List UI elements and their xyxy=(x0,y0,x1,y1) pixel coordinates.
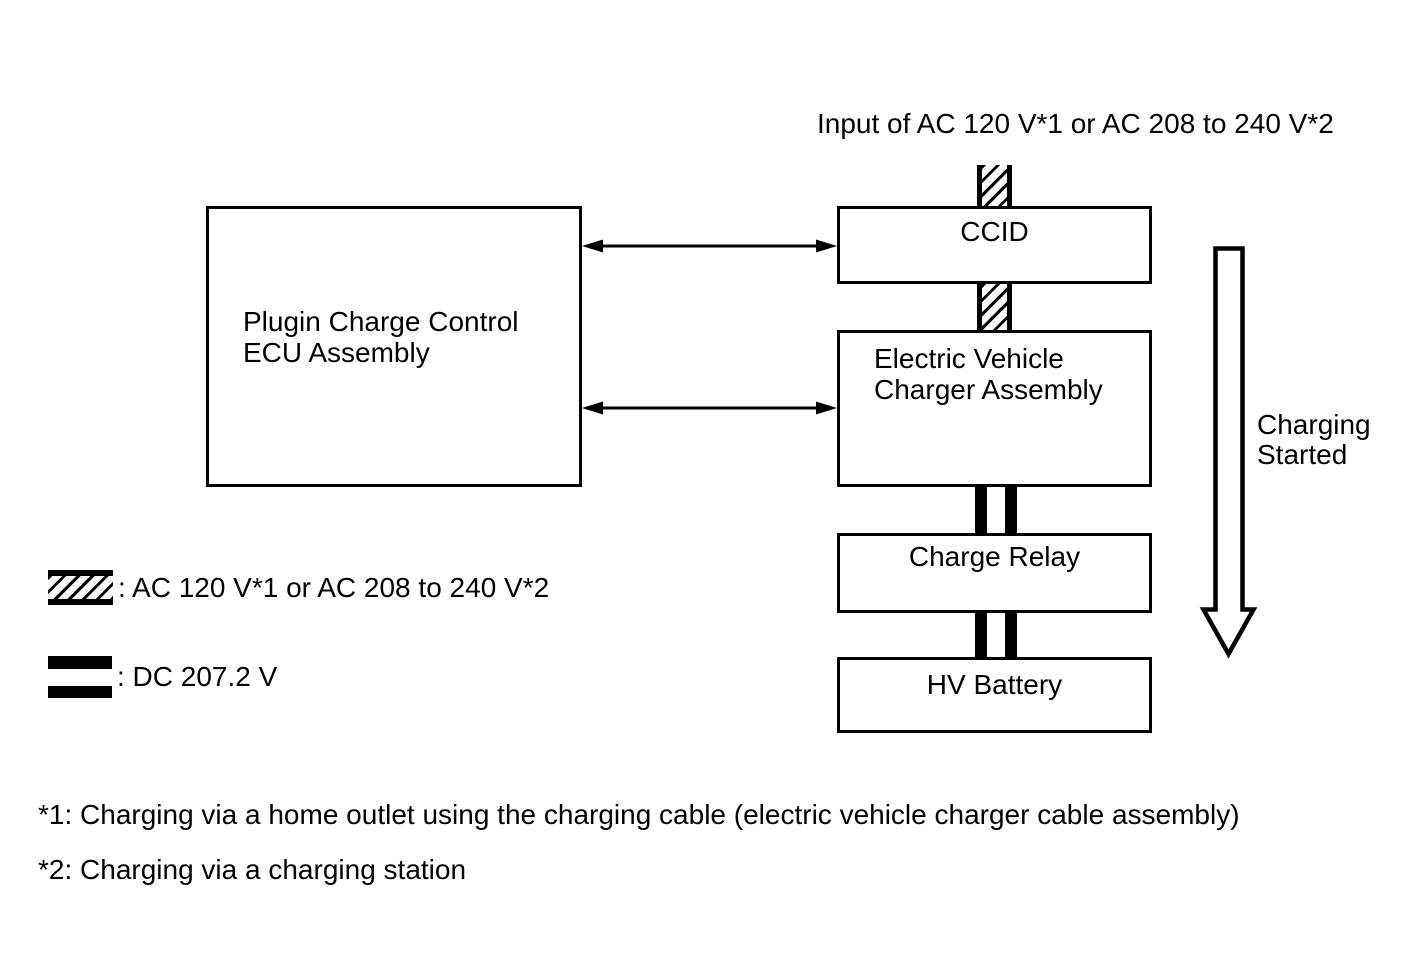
dc-line-bar xyxy=(1005,487,1017,533)
ecu-label-line2: ECU Assembly xyxy=(243,337,430,368)
ac-line-ccid-to-charger-segment xyxy=(977,284,1012,331)
charger-label-line2: Charger Assembly xyxy=(874,374,1103,405)
charging-started-label: Charging Started xyxy=(1257,410,1371,470)
ac-line-top-segment xyxy=(977,165,1012,206)
charger-label-line1: Electric Vehicle xyxy=(874,343,1064,374)
ccid-box: CCID xyxy=(837,206,1152,284)
ccid-label: CCID xyxy=(960,216,1029,247)
charge-relay-box: Charge Relay xyxy=(837,533,1152,613)
ev-charger-assembly-box: Electric Vehicle Charger Assembly xyxy=(837,330,1152,487)
plugin-charge-control-ecu-label: Plugin Charge Control ECU Assembly xyxy=(209,209,579,368)
dc-line-bar xyxy=(975,613,987,657)
input-voltage-label: Input of AC 120 V*1 or AC 208 to 240 V*2 xyxy=(817,108,1334,139)
charging-started-line2: Started xyxy=(1257,439,1348,470)
legend-ac-label: : AC 120 V*1 or AC 208 to 240 V*2 xyxy=(118,571,550,603)
ac-hatch-swatch-icon xyxy=(48,570,113,605)
dc-line-bar xyxy=(975,487,987,533)
legend-item-ac: : AC 120 V*1 or AC 208 to 240 V*2 xyxy=(48,570,549,605)
ecu-charger-bidirectional-arrow-icon xyxy=(582,401,837,415)
footnote-2: *2: Charging via a charging station xyxy=(38,854,467,885)
dc-double-line-swatch-icon xyxy=(48,656,112,698)
legend-item-dc: : DC 207.2 V xyxy=(48,656,277,698)
hv-battery-label: HV Battery xyxy=(926,669,1063,700)
footnote-1: *1: Charging via a home outlet using the… xyxy=(38,799,1240,830)
dc-line-bar xyxy=(1005,613,1017,657)
hv-battery-box: HV Battery xyxy=(837,657,1152,733)
charge-relay-label: Charge Relay xyxy=(908,541,1081,572)
ev-charger-assembly-label: Electric Vehicle Charger Assembly xyxy=(840,333,1149,405)
plugin-charge-control-ecu-box: Plugin Charge Control ECU Assembly xyxy=(206,206,582,487)
ecu-label-line1: Plugin Charge Control xyxy=(243,306,519,337)
ecu-ccid-bidirectional-arrow-icon xyxy=(582,239,837,253)
legend-dc-label: : DC 207.2 V xyxy=(117,661,278,692)
charging-flow-arrow-icon xyxy=(1199,246,1258,659)
charging-started-line1: Charging xyxy=(1257,409,1371,440)
